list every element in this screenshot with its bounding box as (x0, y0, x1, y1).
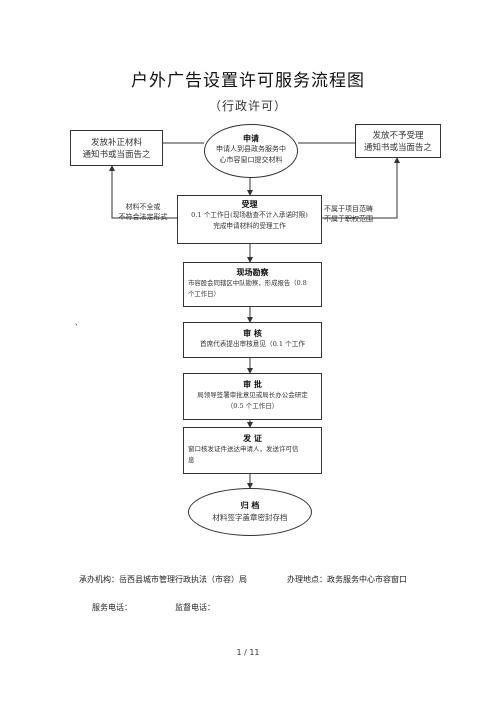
node-review-line1: 首席代表提出审核意见（0.1 个工作 (200, 340, 305, 348)
node-issue-heading: 发 证 (243, 433, 262, 443)
node-reject: 发放不予受理 通知书或当面告之 (355, 124, 441, 158)
node-apply: 申请 申请人到县政务服务中 心市容窗口提交材料 (204, 124, 298, 178)
footer-agency: 承办机构：岳西县城市管理行政执法（市容）局 (79, 575, 247, 584)
edge-label-incomplete: 材料不全或 不符合法定形式 (108, 202, 178, 222)
node-survey-line1: 市容股会同辖区中队勘察，形成报告（0.8 (188, 279, 307, 287)
footer-service-phone: 服务电话： (92, 603, 132, 612)
edge-label-out-of-scope-line2: 不属于职权范围 (324, 215, 373, 223)
node-accept-line1: 0.1 个工作日(现场勘查不计入承诺时限) (191, 211, 308, 219)
node-survey-heading: 现场勘察 (236, 267, 269, 277)
node-apply-line2: 心市容窗口提交材料 (219, 156, 283, 164)
node-survey-line2: 个工作日） (188, 290, 220, 298)
page-subtitle: （行政许可） (208, 99, 287, 113)
page-number: 1 / 11 (236, 648, 260, 657)
stray-mark: 、 (75, 319, 82, 327)
footer-location: 办理地点：政务服务中心市容窗口 (287, 575, 407, 584)
edge-label-out-of-scope: 不属于项目范畴 不属于职权范围 (324, 204, 394, 224)
node-apply-heading: 申请 (243, 133, 259, 143)
page-title: 户外广告设置许可服务流程图 (131, 71, 365, 91)
node-accept: 受理 0.1 个工作日(现场勘查不计入承诺时限) 完成申请材料的受理工作 (177, 195, 322, 244)
node-supplement-line1: 发放补正材料 (90, 138, 142, 148)
edge-label-out-of-scope-line1: 不属于项目范畴 (324, 205, 373, 213)
arrow-accept-to-reject (322, 157, 400, 219)
node-apply-line1: 申请人到县政务服务中 (216, 145, 286, 153)
node-supplement: 发放补正材料 通知书或当面告之 (70, 130, 163, 166)
node-issue: 发 证 窗口核发证件送达申请人，发送许可信 息 (183, 427, 322, 474)
node-approve: 审 批 局领导签署审批意见或局长办公会研定 （0.5 个工作日） (183, 373, 322, 420)
node-issue-line1: 窗口核发证件送达申请人，发送许可信 (188, 445, 299, 453)
node-supplement-line2: 通知书或当面告之 (82, 150, 151, 160)
arrow-accept-to-supplement (109, 165, 177, 219)
node-reject-line2: 通知书或当面告之 (363, 143, 432, 153)
node-archive: 归 档 材料签字盖章密封存档 (188, 488, 312, 536)
node-accept-heading: 受理 (241, 199, 258, 209)
node-issue-line2: 息 (188, 456, 195, 464)
node-approve-heading: 审 批 (243, 379, 262, 389)
edge-label-incomplete-line2: 不符合法定形式 (118, 213, 168, 221)
node-approve-line2: （0.5 个工作日） (226, 402, 279, 410)
node-survey: 现场勘察 市容股会同辖区中队勘察，形成报告（0.8 个工作日） (183, 262, 322, 307)
footer-supervision-phone: 监督电话： (175, 603, 215, 612)
node-approve-line1: 局领导签署审批意见或局长办公会研定 (197, 391, 308, 399)
edge-label-incomplete-line1: 材料不全或 (125, 203, 161, 211)
node-review-heading: 审 核 (243, 328, 262, 338)
node-archive-heading: 归 档 (240, 500, 260, 510)
node-archive-line1: 材料签字盖章密封存档 (212, 513, 288, 522)
node-accept-line2: 完成申请材料的受理工作 (213, 222, 286, 230)
node-review: 审 核 首席代表提出审核意见（0.1 个工作 (183, 322, 322, 358)
node-reject-line1: 发放不予受理 (372, 131, 424, 141)
